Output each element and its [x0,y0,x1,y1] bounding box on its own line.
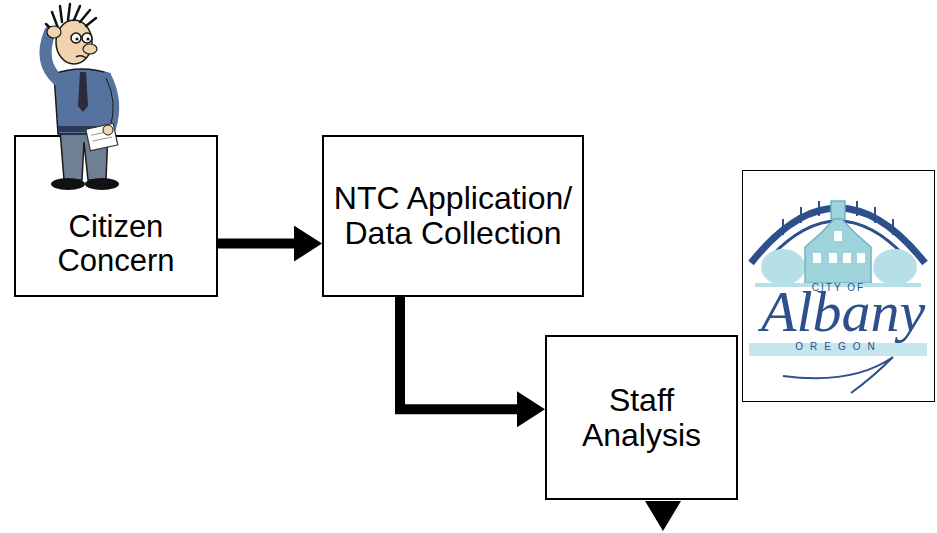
process-box: NTC Application/ Data Collection [322,135,584,297]
logo-state: OREGON [795,342,881,352]
outgoing-arrowhead [645,501,681,531]
logo-city-name: Albany [761,283,925,341]
city-logo: CITY OFAlbanyOREGON [742,170,935,402]
box-label: NTC Application/ Data Collection [330,181,576,250]
process-box: Citizen Concern [14,135,218,297]
flow-arrow [218,239,296,249]
box-label: Staff Analysis [553,383,730,452]
process-box: Staff Analysis [545,335,738,500]
flow-arrow [400,297,519,409]
citizen-cartoon [16,2,136,197]
box-label: Citizen Concern [22,210,210,277]
